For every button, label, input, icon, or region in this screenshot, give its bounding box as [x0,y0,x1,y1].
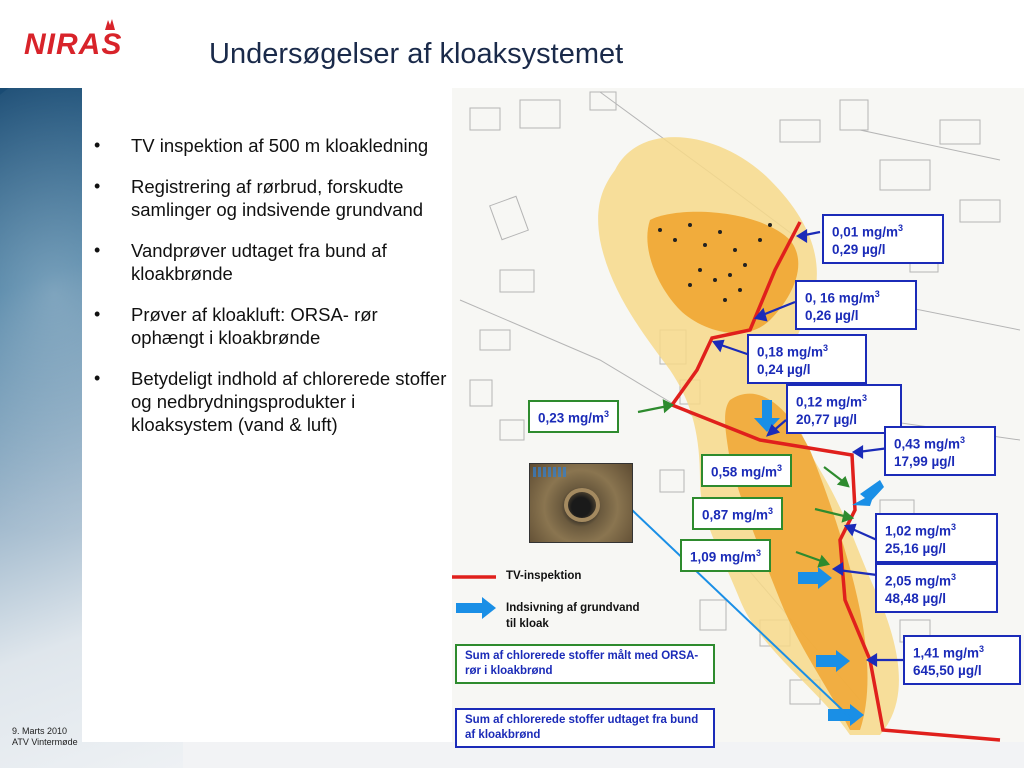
bullet-item: •Registrering af rørbrud, forskudte saml… [94,176,424,220]
water-label-arrows [711,229,903,667]
water-sample-label: 0,01 mg/m3 0,29 µg/l [822,214,944,264]
water-sample-label: 2,05 mg/m3 48,48 µg/l [875,563,998,613]
pipe-ring [564,488,600,522]
photo-overlay-text [533,467,567,477]
legend-arrow-swatch [456,597,496,619]
air-sample-label: 1,09 mg/m3 [680,539,772,572]
bullet-item: •Vandprøver udtaget fra bund af kloakbrø… [94,240,387,284]
footer-event: ATV Vintermøde [12,737,78,747]
page-title: Undersøgelser af kloaksystemet [209,38,624,70]
footer-date: 9. Marts 2010 [12,726,68,736]
bullet-list: •TV inspektion af 500 m kloakledning •Re… [94,134,454,454]
water-sample-label: 0, 16 mg/m3 0,26 µg/l [795,280,917,330]
logo-flame-icon [105,19,115,30]
water-sample-label: 0,18 mg/m3 0,24 µg/l [747,334,867,384]
air-sample-label: 0,58 mg/m3 [701,454,793,487]
air-sample-label: 0,23 mg/m3 [528,400,620,433]
text-panel [82,88,452,742]
legend-air-box: Sum af chlorerede stoffer målt med ORSA-… [455,644,715,684]
bullet-item: •Betydeligt indhold af chlorerede stoffe… [94,368,447,435]
water-sample-label: 1,02 mg/m3 25,16 µg/l [875,513,998,563]
tv-inspection-route [669,221,1001,742]
tv-inspection-photo [529,463,633,543]
water-sample-label: 0,12 mg/m3 20,77 µg/l [786,384,902,434]
legend-tv-label: TV-inspektion [506,570,582,582]
legend-water-box: Sum af chlorerede stoffer udtaget fra bu… [455,708,715,748]
water-sample-label: 1,41 mg/m3 645,50 µg/l [903,635,1021,685]
photo-pointer-line [631,509,856,723]
legend-infiltration-label: Indsivning af grundvand til kloak [506,602,640,630]
air-sample-label: 0,87 mg/m3 [692,497,784,530]
footer: 9. Marts 2010 ATV Vintermøde [12,726,78,748]
water-sample-label: 0,43 mg/m3 17,99 µg/l [884,426,996,476]
logo-area: NIRAS [0,0,183,88]
measurement-points [658,223,772,302]
title-bar [183,0,1024,88]
bullet-item: •TV inspektion af 500 m kloakledning [94,135,429,156]
bullet-item: •Prøver af kloakluft: ORSA- rør ophængt … [94,304,378,348]
infiltration-arrows [754,400,884,726]
air-label-arrows [637,399,855,568]
niras-logo: NIRAS [24,28,123,61]
